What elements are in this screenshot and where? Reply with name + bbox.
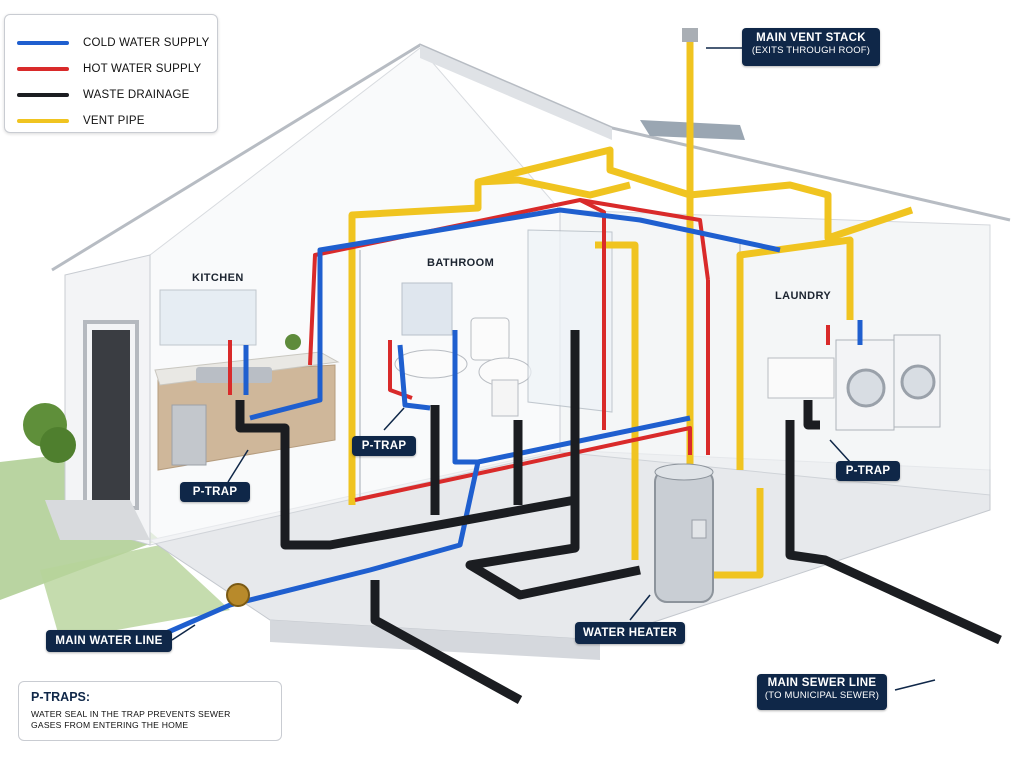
legend-swatch-waste [17,93,69,97]
legend-swatch-vent [17,119,69,123]
legend: COLD WATER SUPPLY HOT WATER SUPPLY WASTE… [4,14,218,133]
drain-front [370,580,523,704]
shower-enclosure [527,229,613,413]
leader-ptrap-bath [383,407,405,431]
callout-main-sewer-line: MAIN SEWER LINE (TO MUNICIPAL SEWER) [757,674,887,710]
main-water-line [148,415,691,643]
callout-title: MAIN VENT STACK [756,32,866,44]
callout-subtitle: (EXITS THROUGH ROOF) [751,45,871,56]
drain-laundry [803,400,820,430]
vent-laundry-drop [736,236,854,470]
legend-item-waste: WASTE DRAINAGE [17,87,190,103]
note-body: WATER SEAL IN THE TRAP PREVENTS SEWER GA… [31,709,231,730]
roof-ridge [420,45,612,140]
drain-shower [465,330,641,600]
legend-swatch-hot [17,67,69,71]
washer-door-icon [846,368,886,408]
callout-ptrap-bathroom: P-TRAP [352,436,416,456]
lawn-front [40,545,230,640]
vent-branch-shower [595,241,639,560]
legend-label: HOT WATER SUPPLY [83,63,202,75]
p-traps-note: P-TRAPS: WATER SEAL IN THE TRAP PREVENTS… [18,681,282,741]
note-title: P-TRAPS: [31,690,91,704]
hot-main [354,426,692,502]
callout-ptrap-kitchen: P-TRAP [180,482,250,502]
front-door [92,330,130,500]
callout-main-water-line: MAIN WATER LINE [46,630,172,652]
slab-edge [270,620,600,660]
room-label-kitchen: KITCHEN [192,272,244,284]
cold-bath-sink [397,344,431,411]
main-sewer-line [785,420,1002,645]
callout-water-heater: WATER HEATER [575,622,685,644]
vent-branch-laundry [689,181,914,242]
leader-ptrap-laundry [829,439,851,463]
hot-water-pipes [228,198,830,502]
bathroom-mirror [401,282,453,336]
callout-main-vent-stack: MAIN VENT STACK (EXITS THROUGH ROOF) [742,28,880,66]
laundry-sink [767,357,835,399]
water-heater-top [654,463,714,481]
vent-branch-bath [477,176,631,199]
hot-shower-drop [579,198,606,430]
dryer-door-icon [900,364,936,400]
legend-item-cold: COLD WATER SUPPLY [17,35,210,51]
legend-label: WASTE DRAINAGE [83,89,190,101]
vent-cap-icon [682,28,698,42]
leader-lines [171,47,936,691]
bathroom-sink [394,349,468,379]
leader-sewer [894,679,936,691]
leader-ptrap-kitchen [227,449,249,483]
plant [285,334,301,350]
legend-label: COLD WATER SUPPLY [83,37,210,49]
toilet-tank [470,317,510,361]
water-heater-label [691,519,707,539]
shrub-part [40,427,76,463]
vent-heater [700,488,764,579]
leader-main-water [171,624,196,641]
drain-kitchen [235,400,576,550]
legend-label: VENT PIPE [83,115,145,127]
callout-ptrap-laundry: P-TRAP [836,461,900,481]
leader-heater [629,594,651,621]
cold-bath-riser [452,330,478,465]
legend-swatch-cold [17,41,69,45]
cold-upper-run [249,207,781,421]
legend-item-vent: VENT PIPE [17,113,145,129]
cold-water-pipes [148,207,863,643]
legend-item-hot: HOT WATER SUPPLY [17,61,201,77]
vent-pipes [348,40,914,579]
kitchen-sink [196,367,272,383]
toilet-base [491,379,519,417]
callout-subtitle: (TO MUNICIPAL SEWER) [764,690,880,701]
room-label-bathroom: BATHROOM [427,257,495,269]
dishwasher [171,404,207,466]
main-shutoff-valve-icon [226,583,250,607]
callout-title: MAIN SEWER LINE [767,677,877,689]
room-label-laundry: LAUNDRY [775,290,832,302]
kitchen-window [159,289,257,346]
waste-pipes [235,330,1002,704]
door-step [45,500,150,540]
